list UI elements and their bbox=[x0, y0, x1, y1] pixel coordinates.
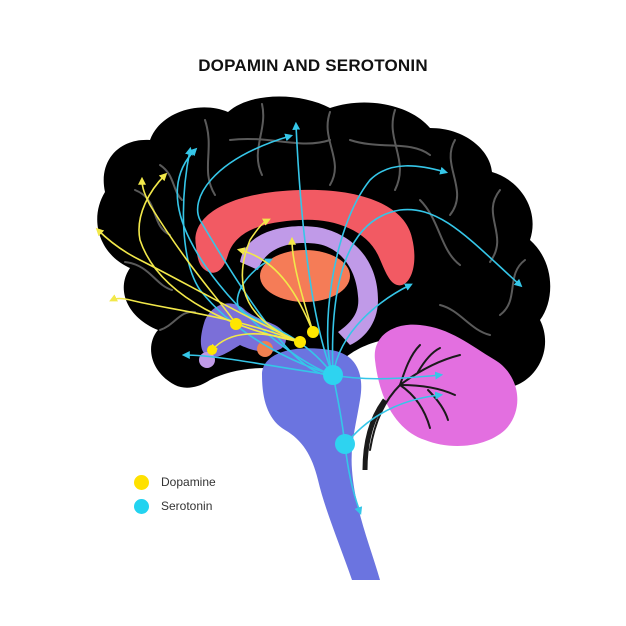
legend: Dopamine Serotonin bbox=[134, 470, 216, 518]
serotonin-nodes bbox=[323, 365, 355, 454]
gyri-lines bbox=[124, 103, 526, 336]
amygdala bbox=[257, 341, 273, 357]
dopamine-nodes bbox=[207, 318, 319, 355]
legend-label-serotonin: Serotonin bbox=[161, 499, 213, 513]
dopamine-node-sn bbox=[307, 326, 319, 338]
fornix bbox=[240, 226, 378, 345]
dopamine-node-arcuate bbox=[207, 345, 217, 355]
legend-item-serotonin: Serotonin bbox=[134, 494, 216, 518]
serotonin-node-raphe-upper bbox=[323, 365, 343, 385]
dopamine-node-hypothalamus bbox=[230, 318, 242, 330]
page-title: DOPAMIN AND SEROTONIN bbox=[198, 56, 428, 75]
arbor-vitae bbox=[369, 344, 461, 451]
brainstem bbox=[262, 348, 380, 580]
corpus-callosum bbox=[195, 189, 415, 286]
serotonin-node-raphe-lower bbox=[335, 434, 355, 454]
cerebellum bbox=[374, 324, 518, 446]
dopamine-pathways bbox=[95, 172, 314, 353]
legend-item-dopamine: Dopamine bbox=[134, 470, 216, 494]
legend-label-dopamine: Dopamine bbox=[161, 475, 216, 489]
dopamine-dot-icon bbox=[134, 474, 149, 490]
serotonin-dot-icon bbox=[134, 498, 149, 514]
dopamine-node-vta bbox=[294, 336, 306, 348]
thalamus bbox=[260, 250, 350, 302]
vermis-stem bbox=[362, 398, 388, 471]
